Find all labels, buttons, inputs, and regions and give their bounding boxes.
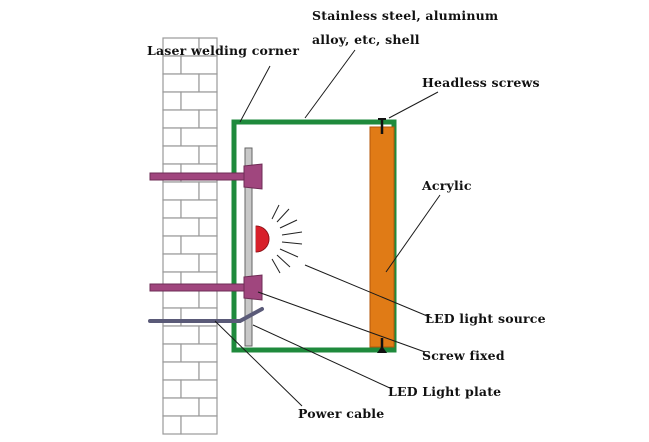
brick xyxy=(198,361,218,381)
brick xyxy=(162,199,182,219)
brick xyxy=(162,289,200,309)
brick xyxy=(198,325,218,345)
brick xyxy=(162,343,182,363)
brick xyxy=(180,343,218,363)
label-shell-line1: Stainless steel, aluminum xyxy=(312,8,498,23)
brick xyxy=(198,109,218,129)
label-led-light-plate: LED Light plate xyxy=(388,384,501,399)
brick xyxy=(198,289,218,309)
label-led-light-source: LED light source xyxy=(425,311,546,326)
label-acrylic: Acrylic xyxy=(421,178,472,193)
screw-anchor-bottom xyxy=(149,274,263,301)
brick xyxy=(162,325,200,345)
brick xyxy=(162,181,200,201)
brick xyxy=(180,235,218,255)
brick xyxy=(198,145,218,165)
brick xyxy=(198,397,218,417)
headless-screw-bottom xyxy=(377,338,387,353)
brick xyxy=(162,217,200,237)
brick xyxy=(162,109,200,129)
brick xyxy=(180,91,218,111)
label-headless-screws: Headless screws xyxy=(422,75,540,90)
brick xyxy=(198,253,218,273)
brick xyxy=(198,73,218,93)
power-cable xyxy=(148,307,264,323)
brick xyxy=(180,199,218,219)
brick xyxy=(162,397,200,417)
brick xyxy=(162,379,182,399)
label-laser-welding-corner: Laser welding corner xyxy=(147,43,299,58)
brick xyxy=(180,55,218,75)
brick xyxy=(180,415,218,435)
label-power-cable: Power cable xyxy=(298,406,384,421)
brick xyxy=(162,307,182,327)
brick xyxy=(162,415,182,435)
brick xyxy=(162,91,182,111)
brick xyxy=(162,55,182,75)
brick xyxy=(162,145,200,165)
acrylic-panel xyxy=(369,126,395,348)
brick xyxy=(162,235,182,255)
led-light-rays xyxy=(271,204,303,274)
leader-lines xyxy=(214,49,441,407)
led-light-plate xyxy=(244,147,253,347)
label-screw-fixed: Screw fixed xyxy=(422,348,505,363)
brick xyxy=(180,379,218,399)
brick xyxy=(180,127,218,147)
brick xyxy=(162,73,200,93)
brick-wall xyxy=(162,37,218,435)
brick xyxy=(198,181,218,201)
brick xyxy=(180,307,218,327)
brick xyxy=(162,127,182,147)
brick xyxy=(198,217,218,237)
led-bulb xyxy=(255,225,270,253)
brick xyxy=(162,253,200,273)
headless-screw-top xyxy=(378,118,386,134)
brick xyxy=(162,361,200,381)
label-shell-line2: alloy, etc, shell xyxy=(312,32,420,47)
screw-anchor-top xyxy=(149,163,263,190)
